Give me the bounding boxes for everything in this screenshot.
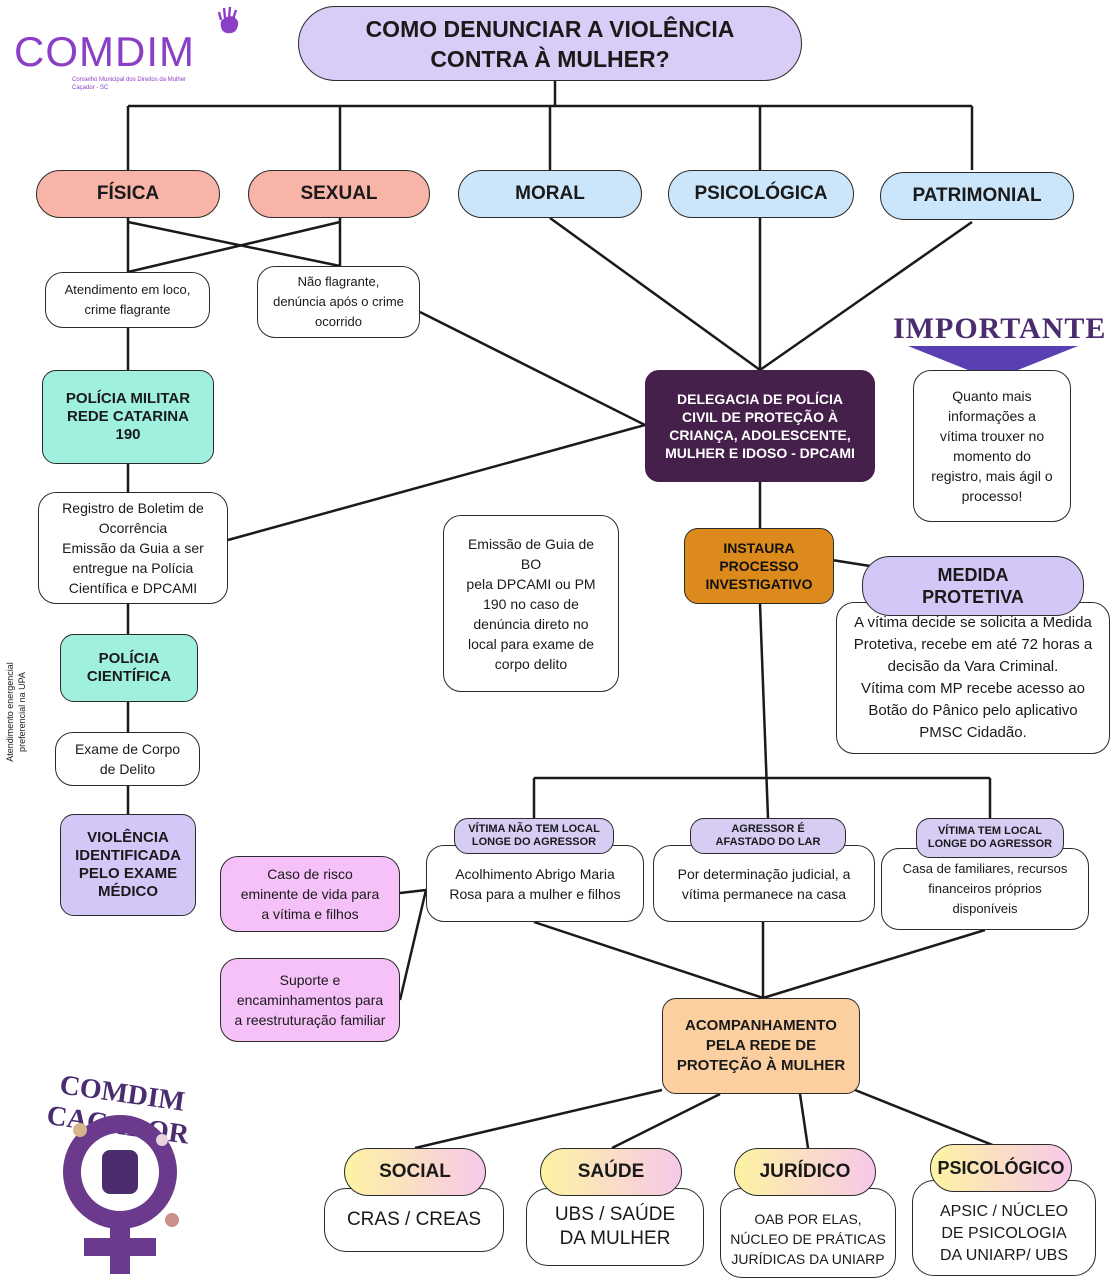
type-sexual: SEXUAL (248, 170, 430, 218)
dpcami-box: DELEGACIA DE POLÍCIA CIVIL DE PROTEÇÃO À… (645, 370, 875, 482)
situation-tag-3: VÍTIMA TEM LOCAL LONGE DO AGRESSOR (916, 818, 1064, 858)
feminist-fist-icon (63, 1115, 179, 1274)
type-moral: MORAL (458, 170, 642, 218)
situation-tag-2: AGRESSOR É AFASTADO DO LAR (690, 818, 846, 854)
instaura-box: INSTAURA PROCESSO INVESTIGATIVO (684, 528, 834, 604)
hand-icon (217, 6, 239, 34)
violencia-identificada-box: VIOLÊNCIA IDENTIFICADA PELO EXAME MÉDICO (60, 814, 196, 916)
exame-box: Exame de Corpo de Delito (55, 732, 200, 786)
comdim-logo: COMDIM Conselho Municipal dos Direitos d… (14, 6, 244, 92)
side-note: Atendimento energencial preferencial na … (5, 662, 27, 762)
policia-cientifica-box: POLÍCIA CIENTÍFICA (60, 634, 198, 702)
policia-militar-box: POLÍCIA MILITAR REDE CATARINA 190 (42, 370, 214, 464)
arrow-down-icon (908, 346, 1078, 380)
type-patrimonial: PATRIMONIAL (880, 172, 1074, 220)
service-box-saude: UBS / SAÚDE DA MULHER (526, 1188, 704, 1266)
medida-heading: MEDIDA PROTETIVA (862, 556, 1084, 616)
situation-tag-1: VÍTIMA NÃO TEM LOCAL LONGE DO AGRESSOR (454, 818, 614, 854)
suporte-box: Suporte e encaminhamentos para a reestru… (220, 958, 400, 1042)
guia-bo-box: Emissão de Guia de BO pela DPCAMI ou PM … (443, 515, 619, 692)
situation-box-1: Acolhimento Abrigo Maria Rosa para a mul… (426, 845, 644, 922)
medida-text-box: A vítima decide se solicita a Medida Pro… (836, 602, 1110, 754)
service-heading-social: SOCIAL (344, 1148, 486, 1196)
logo-subtitle: Conselho Municipal dos Direitos da Mulhe… (72, 77, 187, 91)
flagrante-box: Atendimento em loco, crime flagrante (45, 272, 210, 328)
importante-heading: IMPORTANTE (893, 312, 1107, 345)
service-heading-psicologico: PSICOLÓGICO (930, 1144, 1072, 1192)
page-title: COMO DENUNCIAR A VIOLÊNCIA CONTRA À MULH… (298, 6, 802, 81)
nao-flagrante-box: Não flagrante, denúncia após o crime oco… (257, 266, 420, 338)
service-heading-juridico: JURÍDICO (734, 1148, 876, 1196)
type-psicologica: PSICOLÓGICA (668, 170, 854, 218)
registro-bo-box: Registro de Boletim de Ocorrência Emissã… (38, 492, 228, 604)
situation-box-3: Casa de familiares, recursos financeiros… (881, 848, 1089, 930)
footer-logo: COMDIM CAÇADOR (0, 1040, 240, 1281)
importante-box: Quanto mais informações a vítima trouxer… (913, 370, 1071, 522)
logo-text: COMDIM (14, 28, 195, 75)
type-fisica: FÍSICA (36, 170, 220, 218)
service-heading-saude: SAÚDE (540, 1148, 682, 1196)
service-box-social: CRAS / CREAS (324, 1188, 504, 1252)
situation-box-2: Por determinação judicial, a vítima perm… (653, 845, 875, 922)
service-box-juridico: OAB POR ELAS, NÚCLEO DE PRÁTICAS JURÍDIC… (720, 1188, 896, 1278)
caso-risco-box: Caso de risco eminente de vida para a ví… (220, 856, 400, 932)
acompanhamento-box: ACOMPANHAMENTO PELA REDE DE PROTEÇÃO À M… (662, 998, 860, 1094)
service-box-psicologico: APSIC / NÚCLEO DE PSICOLOGIA DA UNIARP/ … (912, 1180, 1096, 1276)
